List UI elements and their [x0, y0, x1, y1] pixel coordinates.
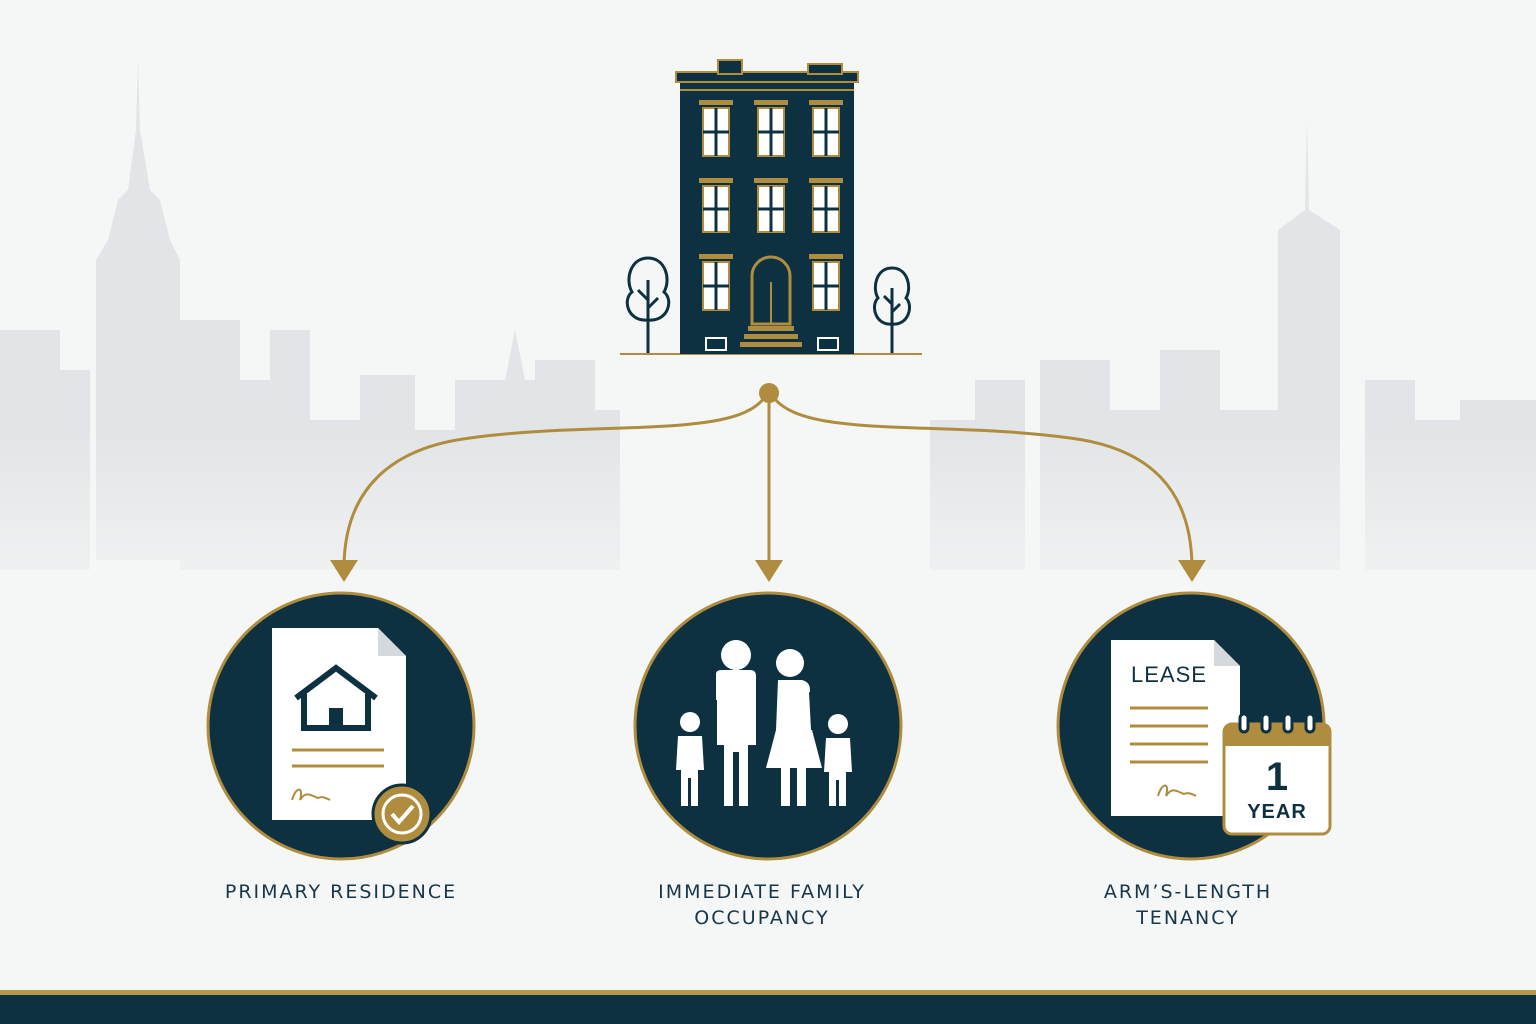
family-icon [676, 640, 852, 806]
calendar-unit: YEAR [1247, 801, 1307, 823]
calendar-icon: 1 YEAR [1222, 712, 1332, 836]
label-immediate-family-occupancy: IMMEDIATE FAMILY OCCUPANCY [658, 881, 866, 929]
footer-band [0, 995, 1536, 1024]
primary-residence-node [206, 591, 476, 861]
label-primary-residence: PRIMARY RESIDENCE [224, 881, 458, 903]
family-occupancy-node [633, 591, 903, 861]
label-arms-length-tenancy: ARM’S-LENGTH TENANCY [1103, 881, 1273, 929]
branch-connectors [342, 394, 1194, 567]
calendar-number: 1 [1266, 755, 1288, 799]
signed-deed-house-document-icon [272, 628, 433, 845]
connector-to-primary [342, 394, 768, 567]
tree-left-icon [625, 256, 671, 353]
lease-document-icon: LEASE [1111, 640, 1240, 816]
connector-to-tenancy [770, 394, 1194, 567]
tree-right-icon [873, 266, 911, 353]
arms-length-tenancy-node: LEASE 1 YEAR [1056, 591, 1332, 861]
footer-gold-rule [0, 990, 1536, 995]
townhouse-building-icon [620, 59, 922, 355]
lease-title: LEASE [1131, 662, 1207, 687]
connector-hub [759, 383, 779, 403]
approval-seal-icon [371, 783, 433, 845]
connector-arrowheads [330, 560, 1206, 582]
